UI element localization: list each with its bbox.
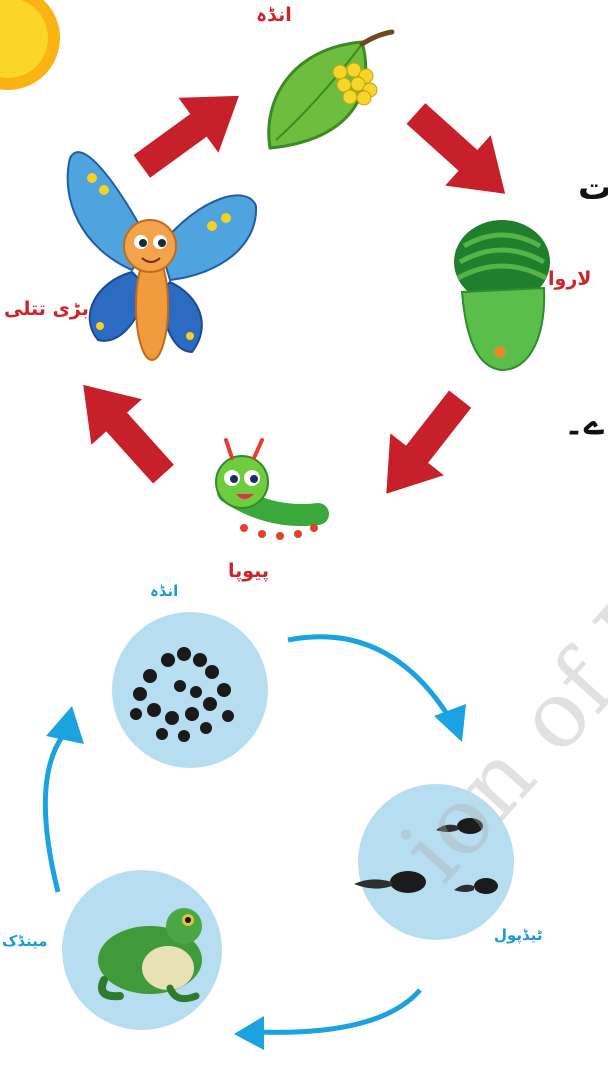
cut-text-line1: ت — [578, 168, 608, 208]
butterfly-icon — [68, 152, 256, 360]
frog-circle — [62, 870, 222, 1030]
chrysalis-icon — [454, 220, 550, 370]
tadpole-circle — [354, 784, 514, 940]
arrow-egg-to-larva — [393, 88, 528, 219]
larva-label: لاروا — [548, 268, 591, 290]
egg-label: انڈہ — [256, 4, 292, 26]
arrow-tadpole-to-frog — [234, 990, 420, 1050]
cut-text-line2: ے۔ — [564, 402, 604, 443]
arrow-egg-to-tadpole — [288, 637, 466, 742]
frog-label: مینڈک — [2, 932, 48, 950]
arrow-pupa-to-adult — [58, 362, 189, 497]
leaf-eggs-icon — [269, 32, 392, 148]
arrow-frog-to-egg — [45, 706, 84, 892]
arrow-larva-to-pupa — [359, 378, 486, 514]
frog-eggs-circle — [112, 612, 268, 768]
frog-egg-label: انڈہ — [150, 582, 178, 600]
sun-icon — [0, 0, 60, 90]
tadpole-label: ٹیڈپول — [494, 926, 542, 944]
pupa-label: پیوپا — [228, 560, 269, 582]
adult-butterfly-label: بڑی تتلی — [4, 298, 89, 320]
caterpillar-icon — [216, 440, 318, 540]
arrow-adult-to-egg — [122, 68, 259, 194]
